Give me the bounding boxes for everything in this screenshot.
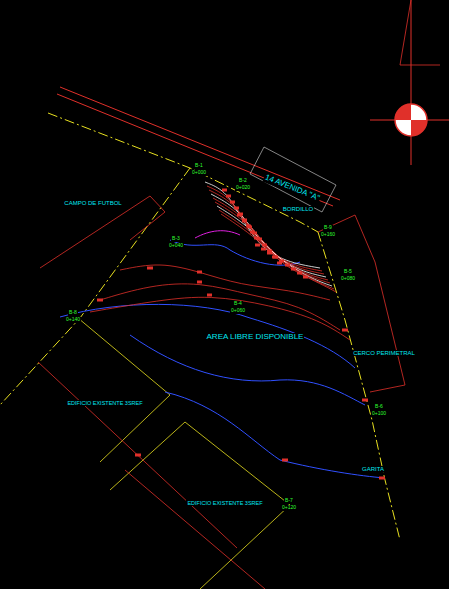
contour (219, 210, 334, 289)
contour-tick (273, 256, 278, 259)
building-line (125, 470, 265, 589)
north-symbol (395, 104, 427, 136)
marker (97, 299, 103, 302)
marker (282, 459, 288, 462)
contour-tick (262, 244, 267, 247)
north-arrow (400, 0, 440, 65)
survey-point-label: 0+140 (65, 317, 81, 323)
contour (211, 194, 326, 277)
area-label: BORDILLO (282, 206, 314, 213)
building-line (38, 362, 237, 548)
survey-point-label: 0+000 (191, 170, 207, 176)
survey-point-label: 0+100 (371, 411, 387, 417)
contour-tick (207, 294, 212, 297)
marker (362, 399, 368, 402)
north-symbol (395, 104, 427, 136)
contour-tick (261, 248, 266, 251)
area-label: GARITA (361, 466, 385, 473)
survey-point-label: 0+060 (230, 308, 246, 314)
boundary-line (318, 232, 400, 540)
north-line (411, 0, 412, 165)
survey-point-label: B-3 (171, 236, 181, 242)
contour-tick (230, 201, 235, 204)
survey-point-label: B-5 (343, 269, 353, 275)
property-line (40, 196, 165, 268)
contour (217, 206, 332, 286)
contour-tick (246, 225, 251, 228)
contour-tick (277, 262, 282, 265)
contour (215, 202, 330, 283)
tick-group (97, 189, 385, 480)
contour-tick (255, 244, 260, 247)
contour-tick (247, 226, 252, 229)
contour (120, 265, 330, 300)
survey-point-label: B-1 (194, 163, 204, 169)
contour-tick (237, 214, 242, 217)
contour (195, 231, 240, 238)
contour-tick (297, 272, 302, 275)
survey-point-label: B-2 (238, 178, 248, 184)
road-edge (57, 94, 333, 206)
contour (60, 304, 355, 368)
contour-tick (303, 276, 308, 279)
contour-tick (250, 231, 255, 234)
survey-point-label: 0+160 (320, 232, 336, 238)
survey-point-label: B-9 (323, 225, 333, 231)
contour-tick (234, 207, 239, 210)
marker (135, 454, 141, 457)
contour-tick (197, 271, 202, 274)
survey-point-label: 0+080 (340, 276, 356, 282)
marker (342, 329, 348, 332)
area-label: EDIFICIO EXISTENTE 3SREF (186, 500, 263, 506)
contour-tick (238, 213, 243, 216)
survey-point-label: B-6 (374, 404, 384, 410)
boundary-line (48, 113, 318, 232)
road-box (250, 147, 336, 212)
area-label: CERCO PERIMETRAL (352, 350, 416, 357)
marker (379, 477, 385, 480)
contour-tick (242, 219, 247, 222)
building-outline (78, 318, 170, 462)
survey-point-label: 0+020 (235, 185, 251, 191)
survey-point-label: 0+120 (281, 505, 297, 511)
contour-tick (222, 189, 227, 192)
contour (165, 392, 385, 478)
contour-tick (291, 268, 296, 271)
contour-group (90, 182, 350, 340)
boundary-line (0, 168, 190, 405)
contour-tick (267, 250, 272, 253)
contour (170, 240, 300, 265)
contour (100, 284, 340, 330)
contour (221, 214, 336, 292)
property-line (318, 215, 405, 392)
survey-point-label: B-8 (68, 310, 78, 316)
survey-point-label: 0+040 (168, 243, 184, 249)
road-edge (60, 87, 340, 200)
contour (213, 198, 328, 280)
contour (130, 335, 365, 405)
area-label: AREA LIBRE DISPONIBLE (206, 333, 305, 342)
contour-tick (197, 281, 202, 284)
survey-point-label: B-7 (284, 498, 294, 504)
contour-tick (242, 220, 247, 223)
marker (147, 267, 153, 270)
contour-tick (226, 195, 231, 198)
contour-tick (285, 264, 290, 267)
area-label: EDIFICIO EXISTENTE 3SREF (66, 400, 143, 406)
contour-tick (254, 237, 259, 240)
survey-point-label: B-4 (233, 301, 243, 307)
area-label: CAMPO DE FUTBOL (63, 200, 122, 207)
contour-tick (272, 256, 277, 259)
